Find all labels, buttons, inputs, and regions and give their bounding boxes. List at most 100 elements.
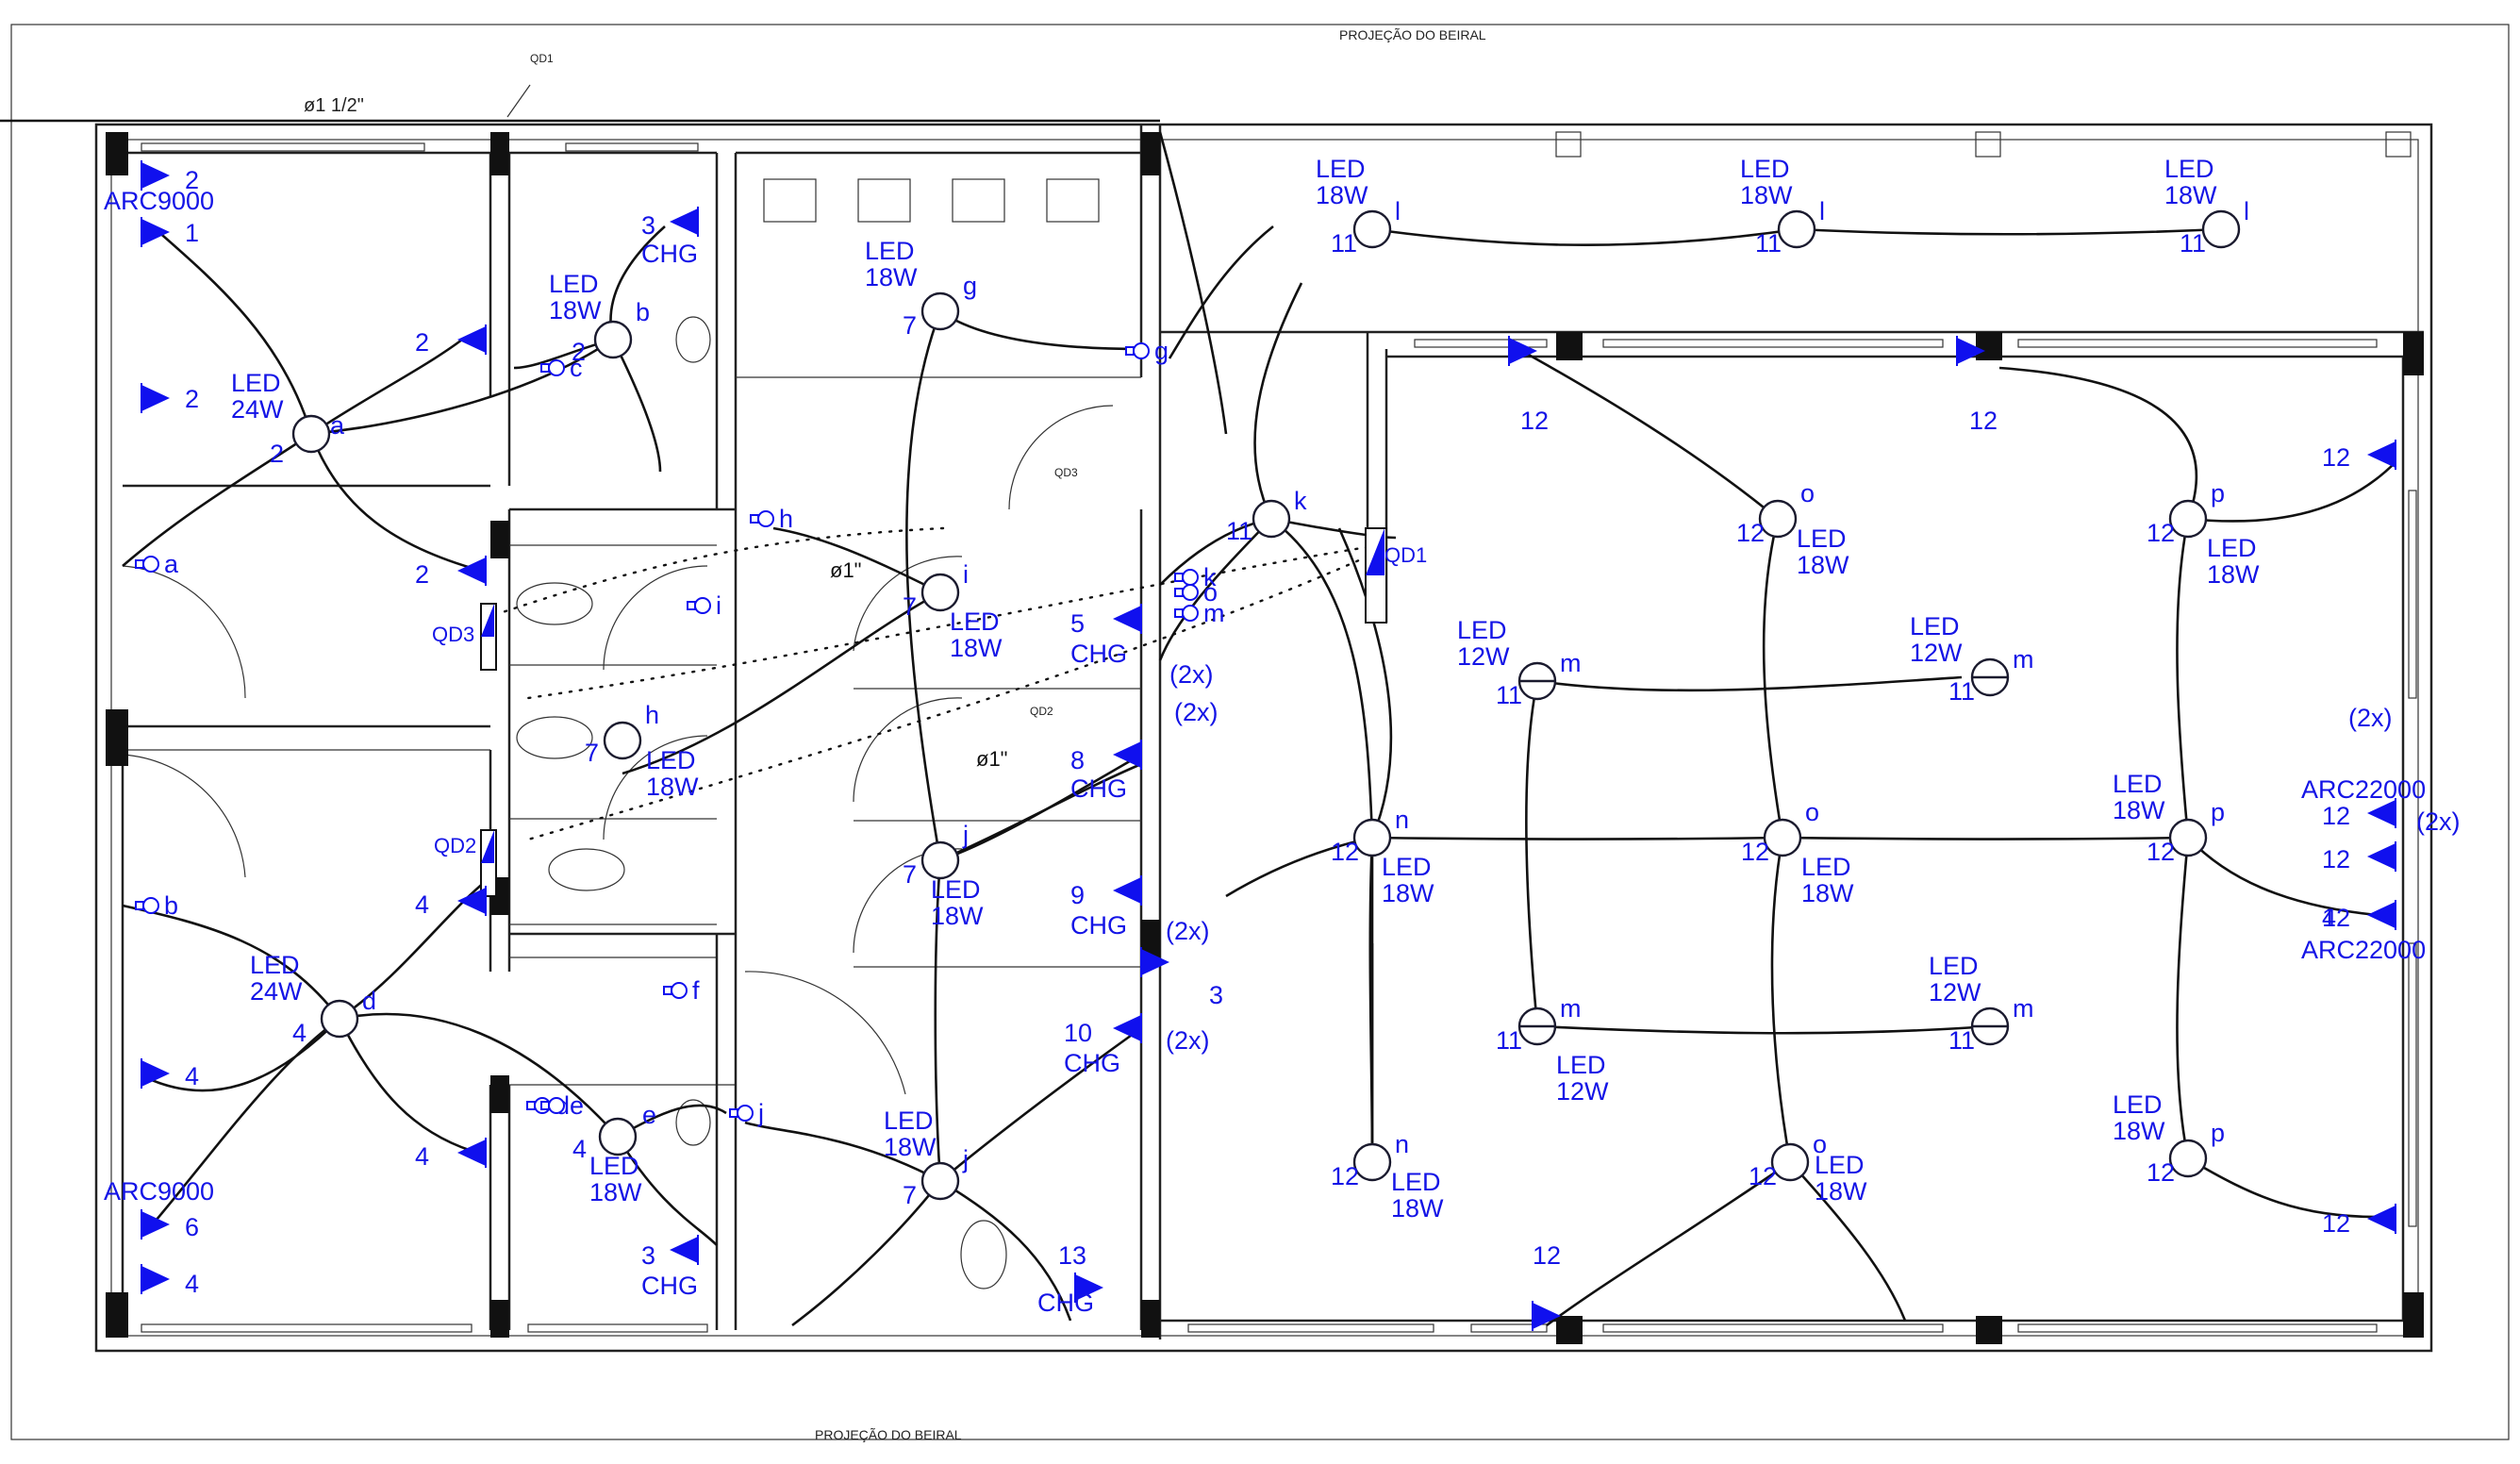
luminaire-type: LED [1316, 155, 1366, 183]
luminaire-power: 18W [2207, 560, 2260, 589]
outlet-symbol [2367, 902, 2396, 928]
switch-box [1174, 588, 1184, 597]
outlet-circuit-number: 4 [185, 1270, 199, 1298]
outlet-note: CHG [641, 1272, 698, 1300]
luminaire-circuit: 12 [1741, 838, 1769, 866]
qd2-label: QD2 [434, 834, 476, 857]
luminaire-switch-id: j [962, 1145, 969, 1173]
luminaire-power: 18W [1815, 1177, 1867, 1206]
luminaire-switch-id: k [1294, 487, 1307, 515]
outlet-symbol [141, 385, 170, 411]
luminaire-type: LED [1797, 524, 1847, 553]
luminaire-circuit: 11 [1948, 1026, 1975, 1055]
wiring [122, 131, 2396, 1327]
luminaire-type: LED [950, 607, 1000, 636]
luminaire-switch-id: i [963, 560, 969, 589]
luminaire-circuit: 4 [292, 1019, 307, 1047]
luminaire-switch-id: m [2013, 645, 2034, 674]
double-note-center-2: (2x) [1174, 698, 1219, 726]
luminaire-circuit: 12 [1736, 519, 1765, 547]
luminaire-circuit: 2 [270, 440, 284, 468]
bottom-eave-label: PROJEÇÃO DO BEIRAL [815, 1427, 962, 1442]
switch-id: b [164, 891, 178, 920]
luminaire-switch-id: e [642, 1101, 656, 1129]
ac-right-top-label: ARC22000 [2301, 775, 2426, 804]
outlet-circuit-12: 12 [1532, 1241, 1561, 1331]
luminaire-power: 18W [1382, 879, 1434, 907]
outlet-circuit-number: 12 [1533, 1241, 1561, 1270]
luminaire-type: LED [1382, 853, 1432, 881]
luminaire-type: LED [865, 237, 915, 265]
luminaire-power: 18W [589, 1178, 642, 1206]
luminaire-symbol [2168, 818, 2208, 857]
switch-symbol [548, 1097, 565, 1114]
luminaire-power: 18W [2113, 1117, 2165, 1145]
qd1-leader [506, 84, 531, 118]
outlet-circuit-4: 4 [141, 1264, 199, 1298]
luminaire-type: LED [250, 951, 300, 979]
switch-layer: abcdefghijkmo [135, 337, 1225, 1127]
outlet-symbol [1113, 741, 1141, 768]
outlet-circuit-number: 12 [2322, 443, 2350, 472]
luminaire-switch-id: d [362, 987, 376, 1015]
outlet-circuit-2: 2 [415, 556, 487, 589]
switch-symbol [1182, 569, 1199, 586]
building-walls [94, 123, 2433, 1353]
switch-e: e [540, 1091, 584, 1120]
outlet-symbol [1113, 877, 1141, 904]
outlet-circuit-12: 12 [2322, 1204, 2396, 1238]
luminaire-type: LED [1910, 612, 1960, 640]
luminaire-switch-id: m [1560, 649, 1582, 677]
outlet-symbol [457, 557, 486, 584]
top-eave-label: PROJEÇÃO DO BEIRAL [1339, 27, 1486, 42]
double-note-center-4: (2x) [1166, 1026, 1210, 1055]
luminaire-power: 18W [549, 296, 602, 324]
switch-box [729, 1108, 738, 1118]
switch-symbol [757, 510, 774, 527]
luminaire-type: LED [231, 369, 281, 397]
outlet-circuit-12: 12 [1956, 336, 1998, 435]
outlet-circuit-number: 13 [1058, 1241, 1086, 1270]
outlet-note: CHG [1070, 774, 1127, 803]
switch-a: a [135, 550, 179, 578]
main-conduit-size: ø1 1/2" [304, 95, 364, 116]
double-note-center-1: (2x) [1169, 660, 1214, 689]
luminaire-power: 18W [1391, 1194, 1444, 1223]
qd1-tag-top: QD1 [530, 52, 554, 65]
conduit-note-2: ø1" [976, 747, 1007, 771]
luminaire-power: 18W [884, 1133, 937, 1161]
luminaire-switch-id: m [1560, 994, 1582, 1023]
outlet-circuit-4: 4 [415, 886, 487, 919]
outlet-circuit-number: 3 [641, 211, 655, 240]
luminaire-type: LED [2113, 1090, 2163, 1119]
luminaire-power: 12W [1556, 1077, 1609, 1106]
outlet-circuit-1: 1 [141, 217, 199, 247]
luminaire-switch-id: l [2244, 197, 2249, 225]
luminaire-circuit: 11 [1755, 229, 1782, 258]
luminaire-circuit: 7 [903, 1181, 917, 1209]
panel-qd3: QD3 [432, 603, 497, 671]
switch-o: o [1174, 578, 1218, 607]
luminaire-symbol [1763, 818, 1802, 857]
outlet-circuit-2: 2 [141, 383, 199, 413]
qd3-tag-mid: QD3 [1054, 466, 1078, 479]
switch-id: h [779, 505, 793, 533]
luminaire-type: LED [1391, 1168, 1441, 1196]
outlet-circuit-4: 4 [2322, 900, 2396, 932]
conduit-note-1: ø1" [830, 558, 861, 582]
luminaire-switch-id: o [1805, 798, 1819, 826]
luminaire-switch-id: m [2013, 994, 2034, 1023]
luminaire-power: 18W [1316, 181, 1368, 209]
luminaire-type: LED [2207, 534, 2257, 562]
outlet-circuit-2: 2 [415, 324, 487, 357]
luminaire-symbol [2168, 499, 2208, 539]
